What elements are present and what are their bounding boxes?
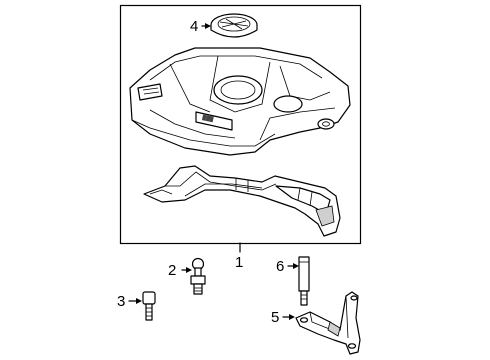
part-cover-bracket (143, 165, 341, 237)
part-ball-stud (190, 257, 206, 295)
part-oil-cap (210, 13, 258, 38)
callout-3: 3 (117, 293, 125, 310)
callout-1: 1 (235, 254, 243, 271)
callout-6: 6 (276, 258, 284, 275)
callout-2: 2 (168, 262, 176, 279)
svg-text:▓▓▓: ▓▓▓ (202, 114, 214, 123)
callout-4: 4 (190, 18, 198, 35)
part-spacer-bolt (142, 291, 156, 321)
part-long-stud (298, 256, 310, 306)
leader-lines (128, 23, 299, 320)
callout-5: 5 (271, 309, 279, 326)
part-mounting-bracket (295, 291, 361, 355)
part-engine-cover: ▓▓▓ (129, 47, 351, 156)
